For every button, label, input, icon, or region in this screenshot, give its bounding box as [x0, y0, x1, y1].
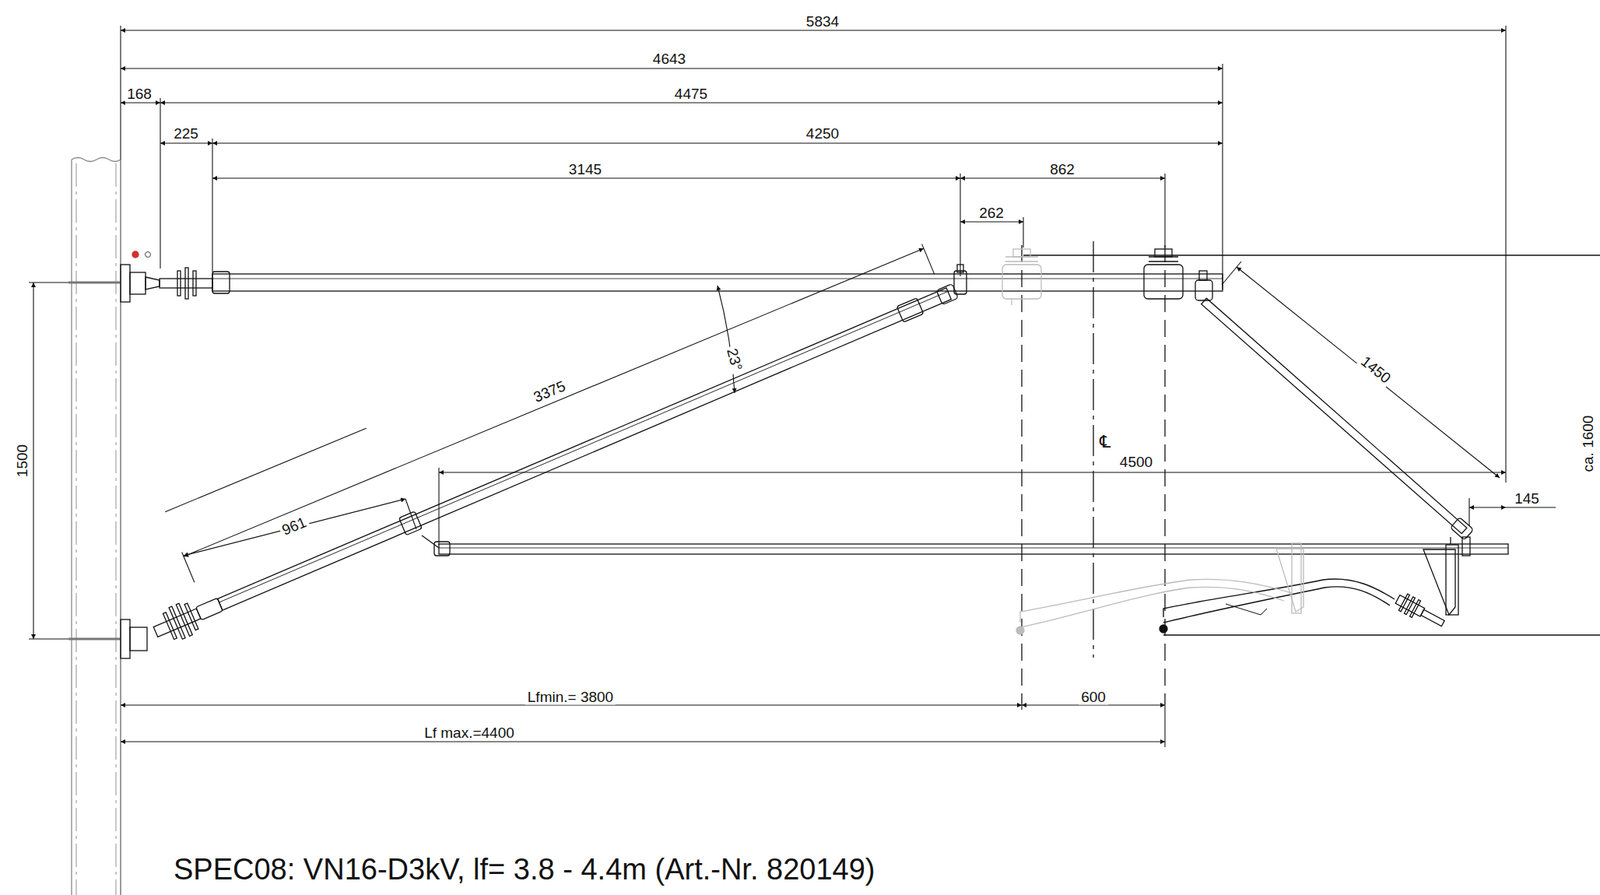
dimension-label: ca. 1600: [1579, 413, 1597, 475]
dimension-label: 4643: [650, 50, 688, 67]
dimension-label: 961: [277, 512, 312, 540]
dimension-label: 862: [1047, 161, 1078, 178]
dimension-label: 1500: [14, 442, 31, 480]
dimension-label: 262: [976, 204, 1007, 222]
dimension-label: 600: [1078, 688, 1109, 706]
dimension-label: 5834: [803, 13, 842, 30]
dimension-label: 3375: [529, 376, 571, 407]
dimension-label: Lfmin.= 3800: [525, 688, 616, 706]
dimension-label: Lf max.=4400: [421, 724, 517, 741]
dimension-label: 4500: [1117, 453, 1155, 471]
dimension-label: 23°: [722, 344, 746, 376]
dimension-label: 225: [171, 125, 201, 142]
drawing-caption: SPEC08: VN16-D3kV, lf= 3.8 - 4.4m (Art.-…: [173, 854, 876, 885]
dimension-label: 4250: [803, 125, 842, 142]
dimension-label: ℄: [1097, 432, 1113, 452]
dimension-label: 3145: [566, 161, 604, 178]
dimension-label: 4475: [672, 85, 710, 102]
dimension-label: 145: [1512, 490, 1542, 507]
dimension-label: 1450: [1356, 351, 1397, 389]
dimension-label: 168: [124, 85, 155, 102]
